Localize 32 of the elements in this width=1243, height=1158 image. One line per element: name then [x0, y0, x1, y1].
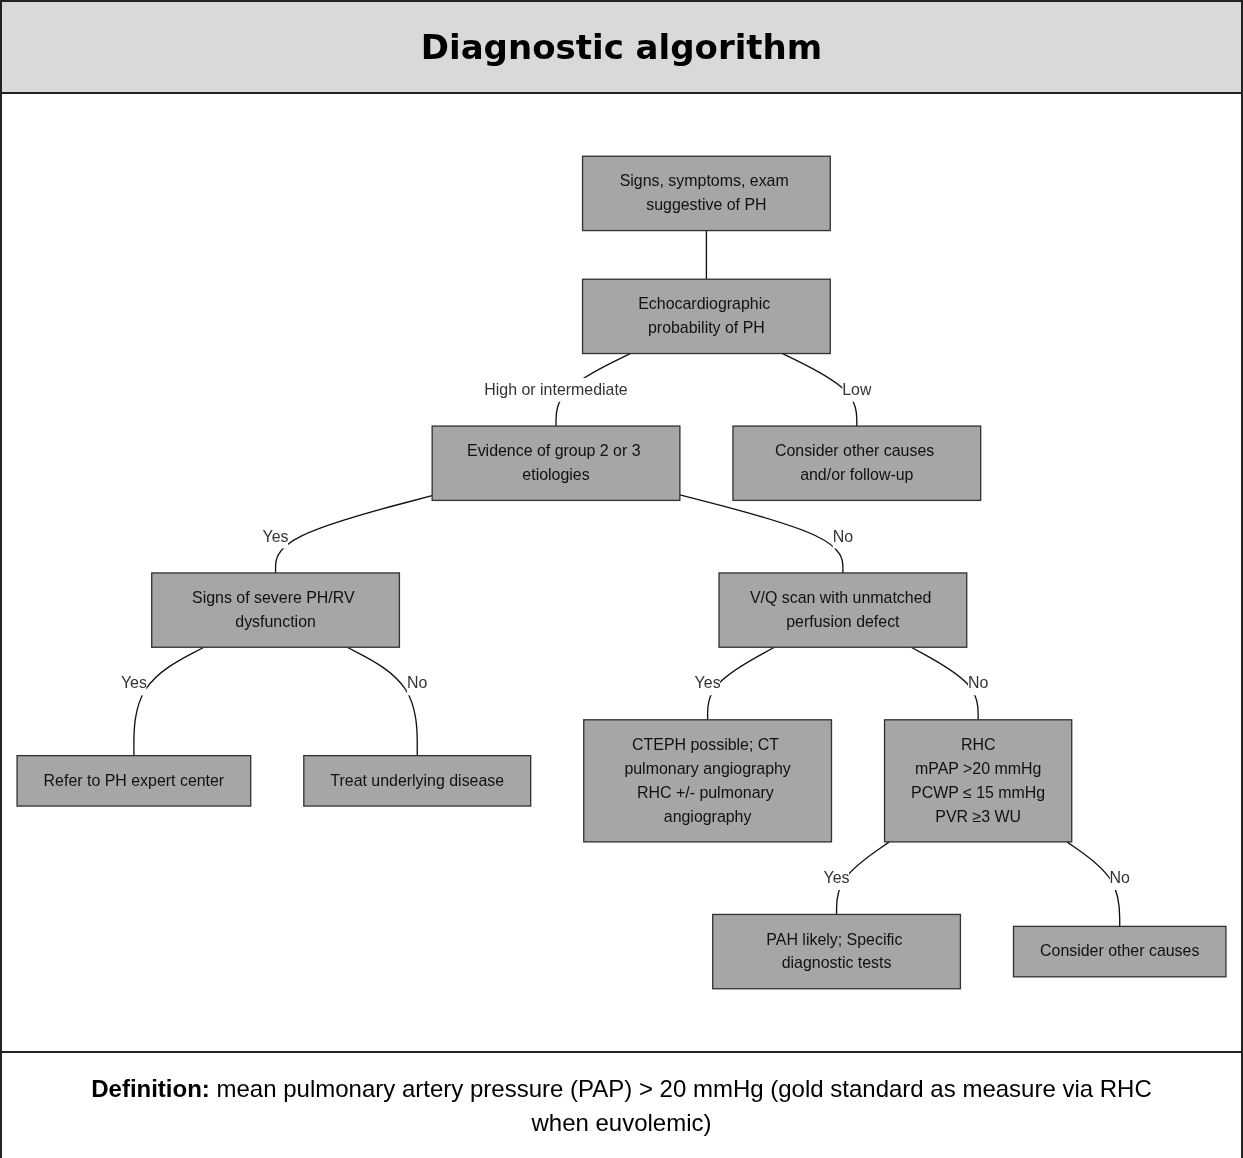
- caption: Definition: mean pulmonary artery pressure (PAP) > 20 mmHg (gold standard as measure via RHC when euvolemic): [90, 1073, 1153, 1138]
- edge-label: Yes: [823, 868, 850, 887]
- node-box: Refer to PH expert center: [16, 754, 252, 807]
- connector: [133, 646, 205, 757]
- node-box: PAH likely; Specific diagnostic tests: [712, 913, 962, 990]
- connector: [705, 229, 708, 280]
- connector: [1066, 841, 1121, 928]
- node-box: Consider other causes and/or follow-up: [732, 425, 982, 502]
- connector: [781, 352, 858, 427]
- node-box: Treat underlying disease: [303, 754, 532, 807]
- node-box: Signs of severe PH/RV dysfunction: [151, 572, 401, 648]
- edge-label: No: [967, 674, 989, 692]
- connector: [910, 646, 979, 721]
- connector: [274, 495, 433, 574]
- edge-label: No: [832, 527, 854, 546]
- node-box: Evidence of group 2 or 3 etiologies: [431, 425, 681, 502]
- edge-label: Low: [842, 380, 872, 399]
- connector: [679, 494, 844, 574]
- node-box: RHC mPAP >20 mmHg PCWP ≤ 15 mmHg PVR ≥3 WU: [883, 719, 1073, 843]
- edge-label: High or intermediate: [484, 380, 628, 399]
- node-box: Signs, symptoms, exam suggestive of PH: [581, 155, 831, 232]
- edge-label: Yes: [262, 527, 289, 546]
- title: Diagnostic algorithm: [420, 27, 823, 67]
- node-box: Echocardiographic probability of PH: [581, 278, 831, 355]
- edge-label: No: [407, 674, 428, 692]
- connector: [346, 646, 418, 757]
- node-box: Consider other causes: [1012, 925, 1227, 978]
- edge-label: No: [1109, 868, 1130, 887]
- node-box: V/Q scan with unmatched perfusion defect: [718, 572, 968, 648]
- node-box: CTEPH possible; CT pulmonary angiography RHC +/- pulmonary angiography: [583, 719, 833, 843]
- edge-label: Yes: [694, 674, 721, 692]
- edge-label: Yes: [120, 674, 147, 692]
